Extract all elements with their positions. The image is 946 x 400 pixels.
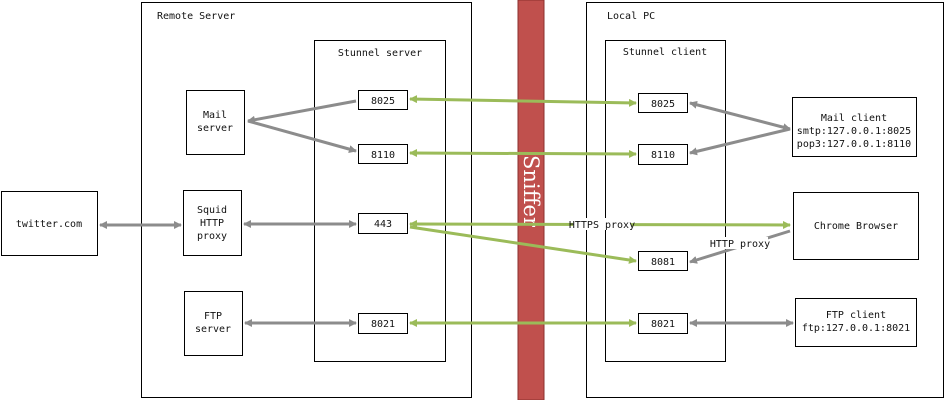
remote-server-group: Remote Server Stunnel server Mail server… [141,2,472,398]
twitter-box [1,191,98,256]
remote-server-title: Remote Server [157,11,235,22]
squid-label-line2: HTTP [200,218,224,229]
mail-server-label-line2: server [197,123,233,134]
server-port-8025-box [358,90,408,110]
twitter-label: twitter.com [16,219,82,230]
ftp-server-box [184,291,243,356]
stunnel-client-title: Stunnel client [623,47,707,58]
stunnel-server-title: Stunnel server [338,48,422,59]
arrow-mailserver-8025 [247,99,357,124]
mail-client-label-line2: smtp:127.0.0.1:8025 [797,126,911,137]
http-proxy-label-bg [713,237,768,249]
arrow-client8025-mailclient [689,100,791,132]
chrome-browser-box [793,192,919,260]
server-port-8021-box [358,313,408,334]
client-port-8110-box [638,144,688,165]
client-port-8021-box [638,313,688,334]
client-port-8025-box [638,93,688,113]
mail-client-label-line3: pop3:127.0.0.1:8110 [797,139,911,150]
squid-label-line3: proxy [197,231,227,242]
squid-label-line1: Squid [197,205,227,216]
http-proxy-label: HTTP proxy [710,239,770,250]
ftp-server-label-line1: FTP [204,311,222,322]
client-port-8081-label: 8081 [651,257,675,268]
tunnel-8110 [409,149,637,158]
client-port-8025-label: 8025 [651,99,675,110]
ftp-client-label-line2: ftp:127.0.0.1:8021 [802,323,910,334]
squid-proxy-box [183,190,242,256]
tunnel-443-8081 [409,225,637,264]
local-pc-title: Local PC [607,11,655,22]
client-port-8110-label: 8110 [651,150,675,161]
client-port-8021-label: 8021 [651,319,675,330]
mail-server-label-line1: Mail [203,110,227,121]
chrome-browser-label: Chrome Browser [814,221,898,232]
https-proxy-label-bg [573,218,631,230]
server-port-8025-label: 8025 [371,96,395,107]
arrow-mailserver-8110 [247,119,357,153]
sniffer-bar [517,0,545,400]
ftp-client-box [795,298,917,347]
server-port-8110-label: 8110 [371,150,395,161]
mail-client-box [792,97,917,157]
mail-server-box [186,90,245,155]
tunnel-8025 [409,95,637,107]
sniffer-label: Sniffer [519,155,543,228]
server-port-443-box [358,213,408,234]
client-port-8081-box [638,251,688,271]
ftp-client-label-line1: FTP client [826,310,886,321]
mail-client-label-line1: Mail client [821,113,887,124]
https-proxy-label: HTTPS proxy [569,220,635,231]
ftp-server-label-line2: server [195,324,231,335]
server-port-8110-box [358,144,408,164]
server-port-443-label: 443 [374,219,392,230]
local-pc-group: Local PC Stunnel client 8025 8110 8081 8… [586,2,944,398]
arrow-client8110-mailclient [689,127,791,156]
server-port-8021-label: 8021 [371,319,395,330]
